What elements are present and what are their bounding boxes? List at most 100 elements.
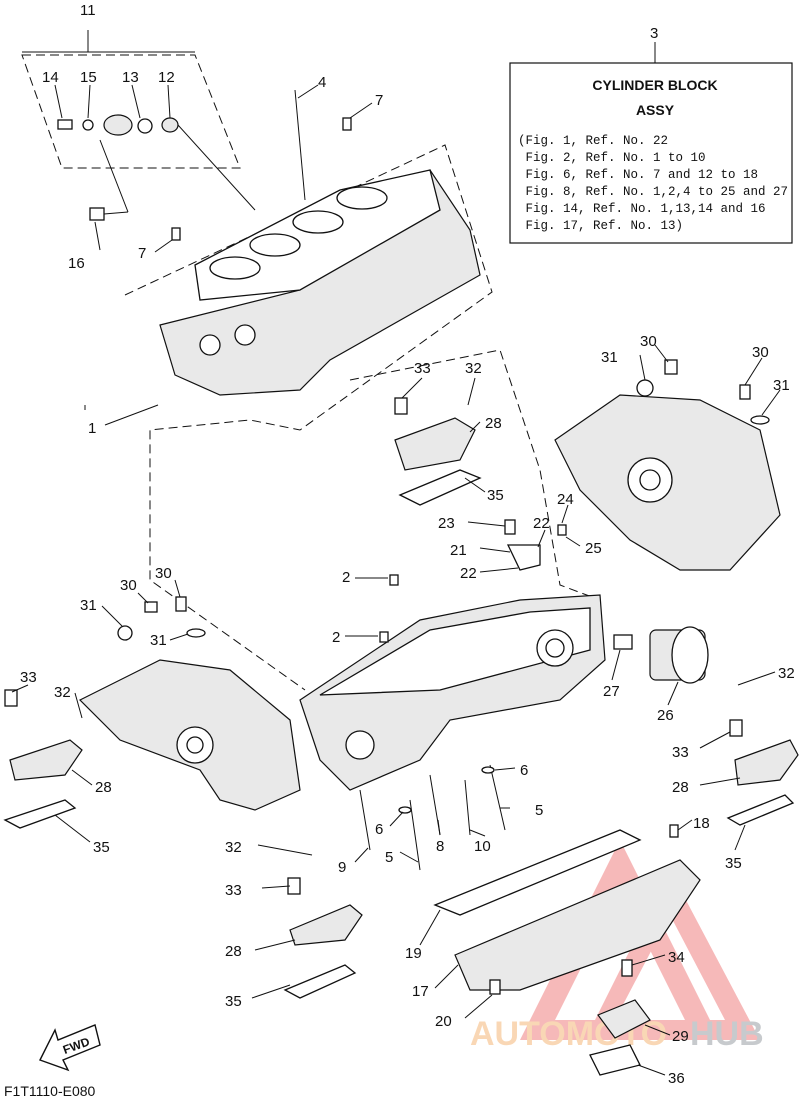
legend-line-3: Fig. 6, Ref. No. 7 and 12 to 18 — [518, 168, 758, 182]
callout-11: 11 — [80, 2, 96, 19]
bolt-30a-part — [664, 359, 678, 375]
group-11-bracket — [22, 30, 195, 53]
breather-cover-d — [283, 877, 363, 999]
callout-31b: 31 — [773, 377, 790, 394]
callout-31a: 31 — [601, 349, 618, 366]
callout-22b: 22 — [460, 565, 477, 582]
dowel-24-part — [557, 524, 567, 536]
callout-24: 24 — [557, 491, 574, 508]
bolt-34-part — [621, 959, 633, 977]
cylinder-group-boundary — [124, 144, 493, 691]
callout-28d: 28 — [225, 943, 242, 960]
washer-31d-part — [186, 628, 206, 638]
callout-27: 27 — [603, 683, 620, 700]
callout-30a: 30 — [640, 333, 657, 350]
callout-5b: 5 — [385, 849, 393, 866]
bolt-30b-part — [739, 384, 751, 400]
bolt-14-part — [57, 119, 73, 130]
dowel-7a-part — [342, 117, 352, 131]
plate-36-part — [589, 1044, 641, 1076]
oil-pan-part — [433, 824, 701, 1076]
bolt-30c-part — [144, 601, 158, 613]
callout-14: 14 — [42, 69, 59, 86]
crankcase-upper-part — [299, 574, 606, 791]
callout-31d: 31 — [150, 632, 167, 649]
callout-33d: 33 — [225, 882, 242, 899]
watermark-text-hub: HUB — [690, 1015, 764, 1053]
callout-6a: 6 — [520, 762, 528, 779]
breather-cover-b — [3, 689, 83, 829]
callout-7a: 7 — [375, 92, 383, 109]
cylinder-block-part — [159, 89, 481, 396]
callout-13: 13 — [122, 69, 139, 86]
washer-15-part — [82, 119, 94, 131]
callout-5a: 5 — [535, 802, 543, 819]
callout-18: 18 — [693, 815, 710, 832]
breather-cover-c — [726, 719, 799, 826]
legend-line-6: Fig. 17, Ref. No. 13) — [518, 219, 683, 233]
callout-7b: 7 — [138, 245, 146, 262]
parts-group-11 — [57, 114, 256, 221]
legend-box: CYLINDER BLOCK ASSY (Fig. 1, Ref. No. 22… — [509, 42, 793, 244]
bracket-29-part — [597, 999, 651, 1039]
callout-3: 3 — [650, 25, 658, 42]
crankcase-bolts — [359, 764, 506, 871]
callout-33a: 33 — [414, 360, 431, 377]
dowel-2b-part — [379, 631, 389, 643]
callout-10: 10 — [474, 838, 491, 855]
o-ring-part — [137, 118, 153, 134]
oil-filter-part — [613, 626, 709, 684]
callout-28b: 28 — [95, 779, 112, 796]
callout-16: 16 — [68, 255, 85, 272]
callout-23: 23 — [438, 515, 455, 532]
callout-6b: 6 — [375, 821, 383, 838]
callout-35a: 35 — [487, 487, 504, 504]
bolt-30d-part — [175, 596, 187, 612]
callout-28c: 28 — [672, 779, 689, 796]
legend-line-2: Fig. 2, Ref. No. 1 to 10 — [518, 151, 706, 165]
left-cover-part — [78, 596, 301, 811]
callout-35b: 35 — [93, 839, 110, 856]
callout-21: 21 — [450, 542, 467, 559]
fwd-arrow-icon: FWD — [39, 1024, 101, 1072]
callout-35d: 35 — [225, 993, 242, 1010]
stud-4-part — [294, 89, 306, 201]
callout-30b: 30 — [752, 344, 769, 361]
oil-pan-17-part — [454, 859, 701, 991]
callout-9: 9 — [338, 859, 346, 876]
callout-12: 12 — [158, 69, 175, 86]
callout-19: 19 — [405, 945, 422, 962]
callout-2a: 2 — [342, 569, 350, 586]
callout-34: 34 — [668, 949, 685, 966]
callout-25: 25 — [585, 540, 602, 557]
legend-title-2: ASSY — [636, 102, 675, 118]
legend-line-4: Fig. 8, Ref. No. 1,2,4 to 25 and 27 — [518, 185, 788, 199]
callout-4: 4 — [318, 74, 326, 91]
callout-35c: 35 — [725, 855, 742, 872]
callout-labels: 11 14 15 13 12 4 7 7 16 1 30 31 30 31 33… — [20, 2, 795, 1087]
callout-1: 1 — [88, 420, 96, 437]
callout-8: 8 — [436, 838, 444, 855]
gasket-19-part — [433, 829, 642, 916]
legend-line-5: Fig. 14, Ref. No. 1,13,14 and 16 — [518, 202, 766, 216]
dowel-18-part — [669, 824, 679, 838]
housing-13-part — [103, 114, 133, 136]
callout-32a: 32 — [465, 360, 482, 377]
callout-30d: 30 — [155, 565, 172, 582]
callout-31c: 31 — [80, 597, 97, 614]
legend-title-1: CYLINDER BLOCK — [592, 77, 717, 93]
group-11-boundary — [21, 54, 241, 169]
callout-22a: 22 — [533, 515, 550, 532]
right-cover-part — [554, 359, 781, 571]
washer-31b-part — [750, 415, 770, 425]
washer-31a-part — [636, 379, 654, 397]
callout-33b: 33 — [20, 669, 37, 686]
dowel-7b-part — [171, 227, 181, 241]
callout-32b: 32 — [54, 684, 71, 701]
dowel-2a-part — [389, 574, 399, 586]
callout-15: 15 — [80, 69, 97, 86]
callout-20: 20 — [435, 1013, 452, 1030]
callout-17: 17 — [412, 983, 429, 1000]
plug-12-part — [161, 117, 179, 133]
callout-30c: 30 — [120, 577, 137, 594]
